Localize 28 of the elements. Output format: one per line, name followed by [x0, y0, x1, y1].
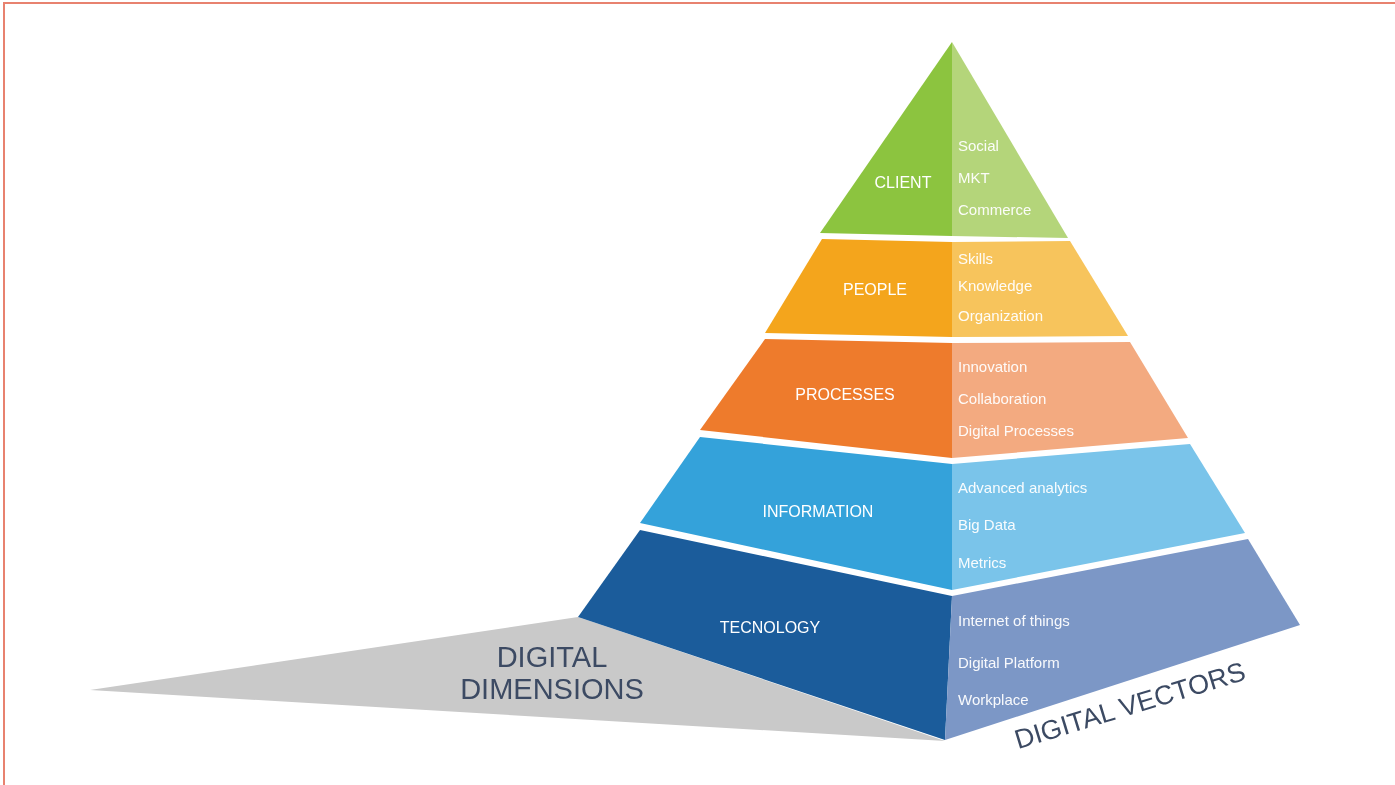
vector-item: Skills — [958, 250, 993, 266]
dimension-label: TECNOLOGY — [719, 620, 821, 636]
vector-item: Digital Platform — [958, 654, 1060, 670]
pyramid-right-face — [952, 241, 1128, 337]
dimensions-axis-label: DIGITAL DIMENSIONS — [459, 642, 645, 706]
vector-item: Digital Processes — [958, 422, 1074, 438]
pyramid-left-face — [820, 42, 952, 236]
vector-item: Big Data — [958, 516, 1016, 532]
vector-item: Advanced analytics — [958, 479, 1088, 495]
pyramid-left-face — [640, 437, 952, 590]
vector-item: Innovation — [958, 358, 1028, 374]
pyramid-right-face — [952, 444, 1245, 590]
vector-item: Social — [958, 137, 999, 153]
pyramid-left-face — [765, 239, 952, 337]
vector-item: MKT — [958, 169, 990, 185]
vector-item: Organization — [958, 307, 1044, 323]
pyramid-right-face — [952, 42, 1068, 238]
dimension-label: PROCESSES — [795, 387, 895, 403]
dimension-label: INFORMATION — [762, 504, 874, 520]
pyramid-right-face — [952, 342, 1188, 458]
vector-item: Internet of things — [958, 612, 1070, 628]
dimension-label: PEOPLE — [843, 282, 907, 298]
vector-item: Knowledge — [958, 277, 1033, 293]
pyramid-left-face — [700, 339, 952, 458]
vector-item: Collaboration — [958, 390, 1047, 406]
vector-item: Commerce — [958, 201, 1032, 217]
dimension-label: CLIENT — [874, 175, 932, 191]
vector-item: Metrics — [958, 554, 1007, 570]
